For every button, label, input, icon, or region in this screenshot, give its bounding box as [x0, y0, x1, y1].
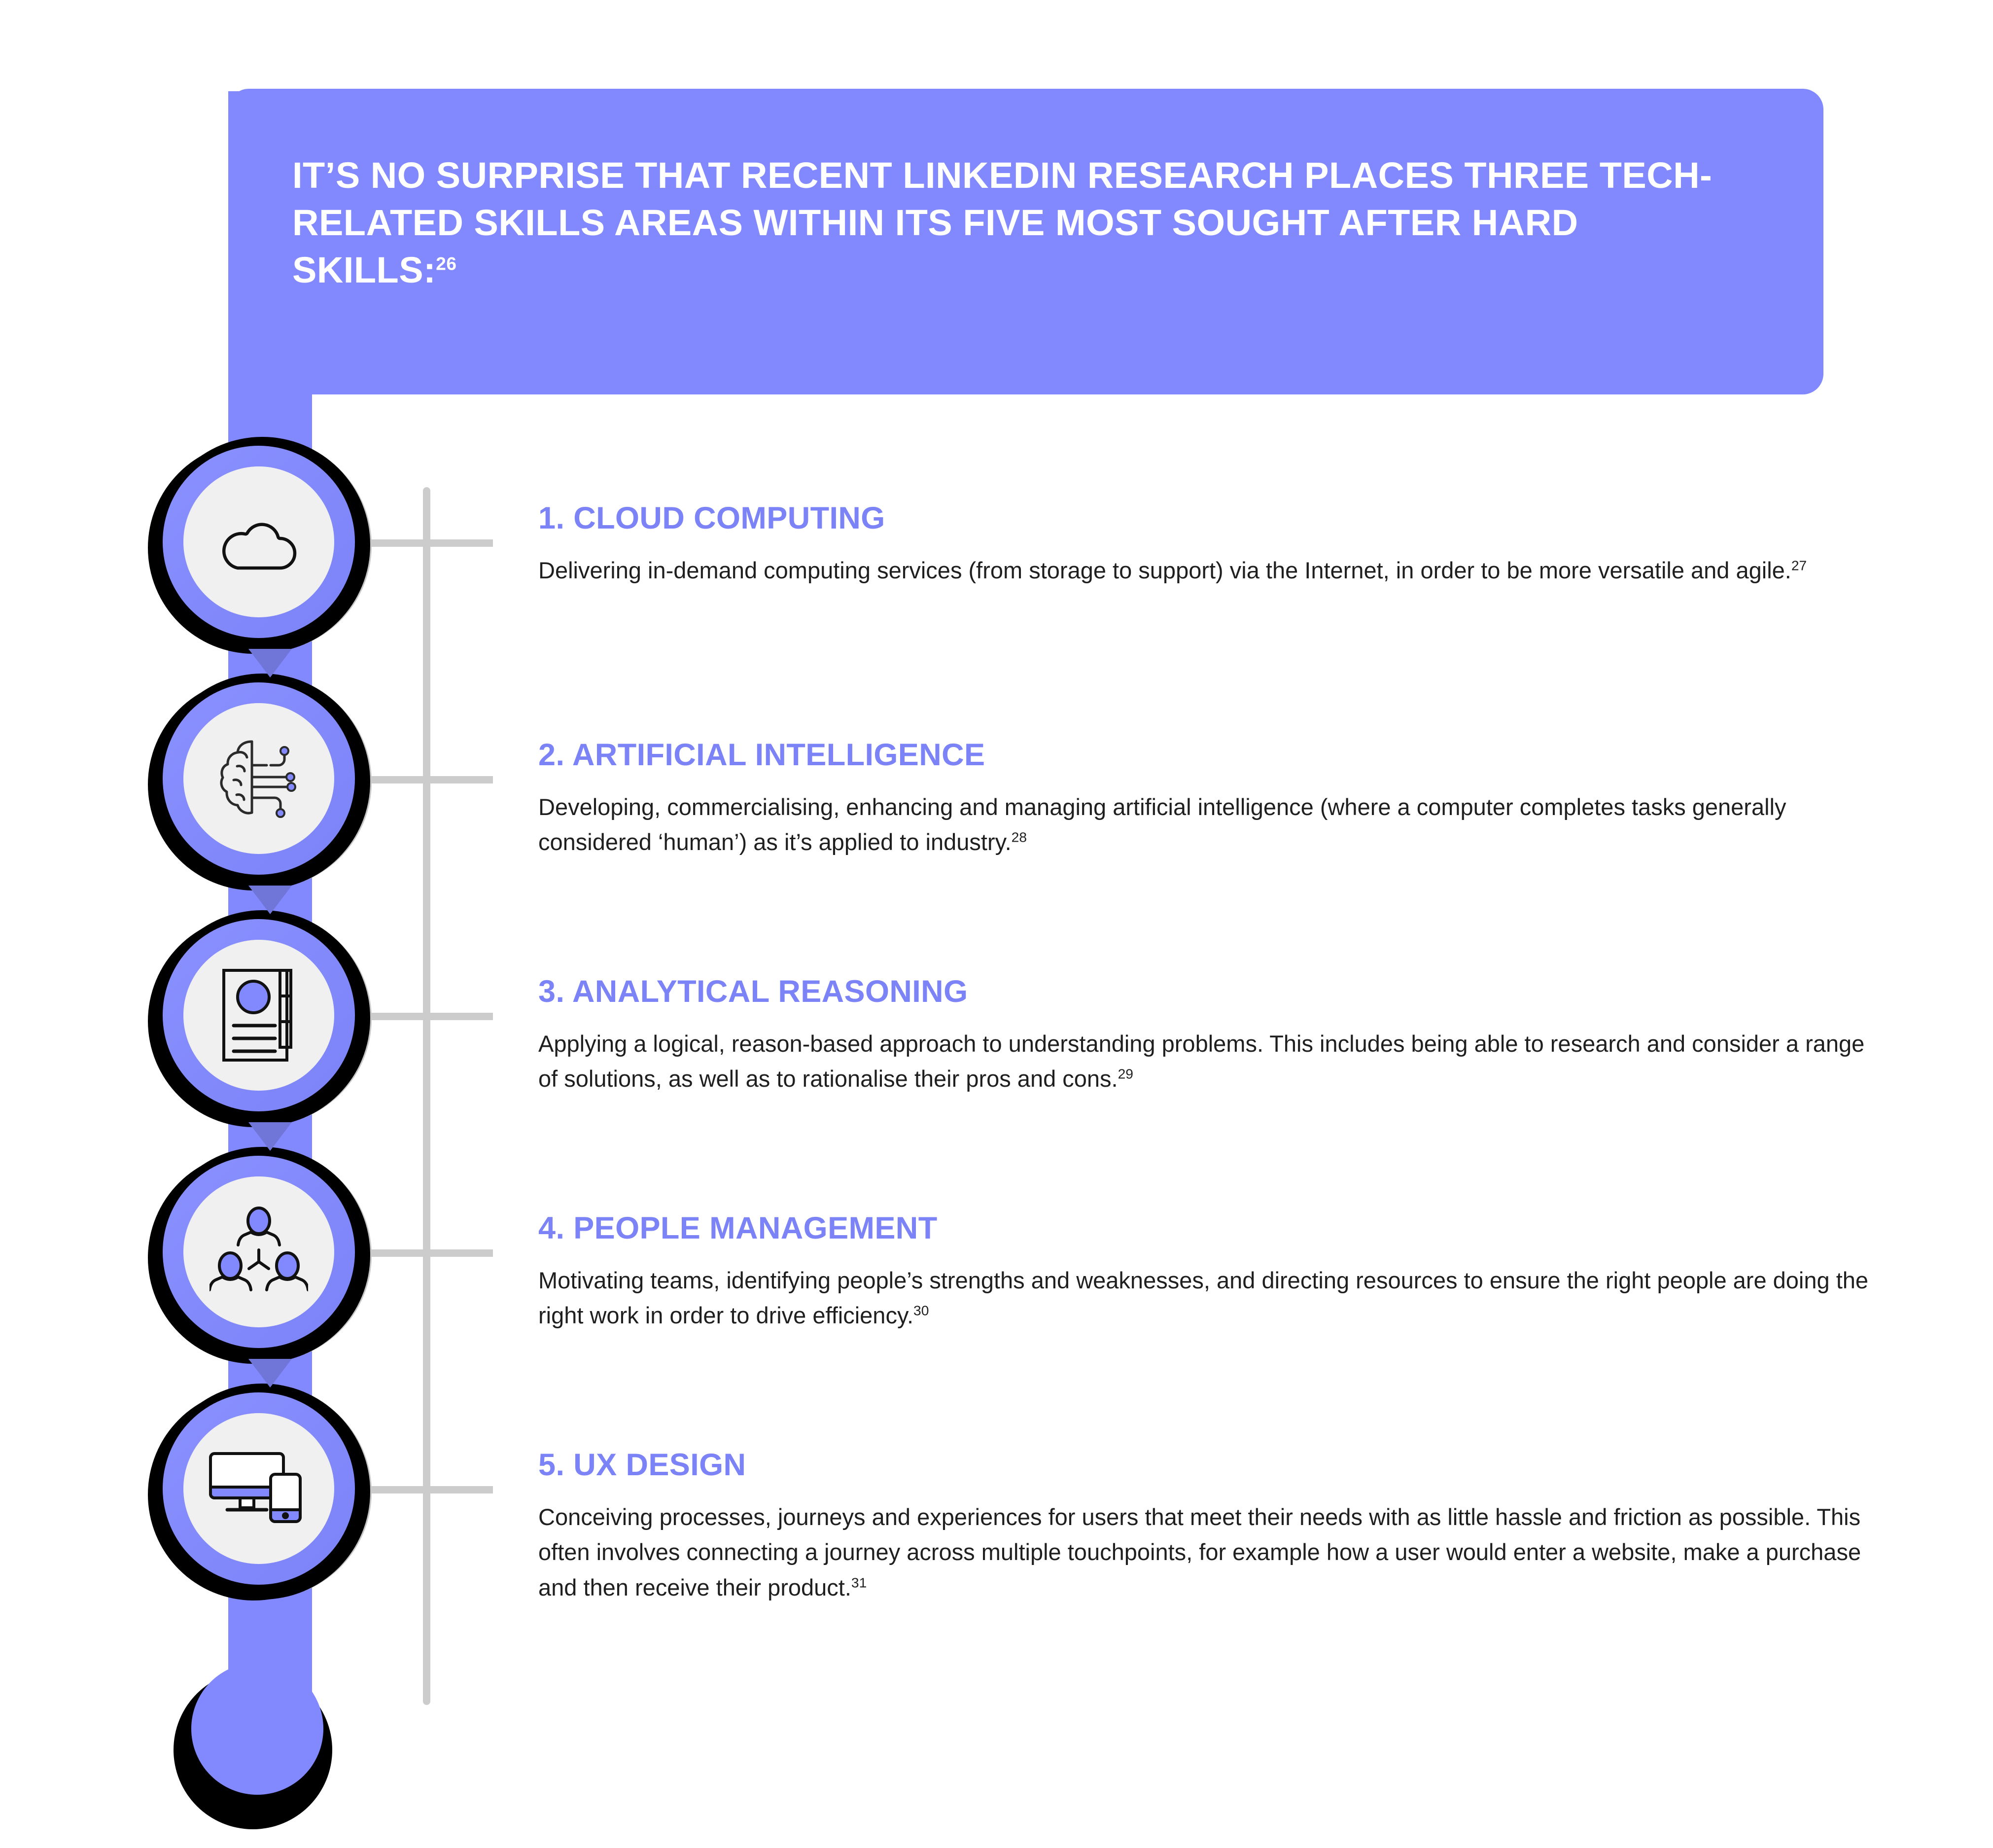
node-disc	[183, 466, 334, 617]
chevron-down-icon-4	[248, 1359, 292, 1387]
connector-rail	[423, 487, 430, 1705]
item-description-text: Motivating teams, identifying people’s s…	[538, 1267, 1869, 1329]
item-description-text: Delivering in-demand computing services …	[538, 557, 1791, 583]
timeline-node-3[interactable]	[148, 908, 375, 1135]
people-network-icon	[210, 1206, 308, 1298]
timeline-node-5[interactable]	[148, 1382, 375, 1608]
item-description: Delivering in-demand computing services …	[538, 553, 1879, 588]
devices-responsive-icon	[209, 1452, 310, 1526]
item-title: 3. ANALYTICAL REASONING	[538, 974, 968, 1009]
item-title: 5. UX DESIGN	[538, 1448, 746, 1482]
item-footnote: 29	[1118, 1066, 1133, 1082]
item-footnote: 27	[1791, 557, 1807, 573]
item-title: 4. PEOPLE MANAGEMENT	[538, 1211, 938, 1245]
timeline-node-2[interactable]	[148, 672, 375, 898]
node-disc	[183, 703, 334, 854]
timeline-node-4[interactable]	[148, 1145, 375, 1372]
item-description-text: Developing, commercialising, enhancing a…	[538, 794, 1786, 855]
list-item: 3. ANALYTICAL REASONING Applying a logic…	[538, 974, 1879, 1097]
item-title: 2. ARTIFICIAL INTELLIGENCE	[538, 738, 985, 772]
item-footnote: 28	[1011, 829, 1027, 845]
item-description-text: Applying a logical, reason-based approac…	[538, 1031, 1865, 1092]
node-disc	[183, 940, 334, 1091]
chevron-down-icon-1	[248, 649, 292, 677]
list-item: 5. UX DESIGN Conceiving processes, journ…	[538, 1447, 1879, 1605]
document-report-icon	[222, 968, 296, 1062]
item-footnote: 30	[913, 1302, 929, 1318]
item-description-text: Conceiving processes, journeys and exper…	[538, 1504, 1861, 1600]
page-title: IT’S NO SURPRISE THAT RECENT LINKEDIN RE…	[292, 152, 1722, 294]
item-description: Motivating teams, identifying people’s s…	[538, 1263, 1879, 1333]
page-title-text: IT’S NO SURPRISE THAT RECENT LINKEDIN RE…	[292, 155, 1713, 291]
chevron-down-icon-2	[248, 886, 292, 914]
header-callout: IT’S NO SURPRISE THAT RECENT LINKEDIN RE…	[228, 89, 1823, 394]
list-item: 4. PEOPLE MANAGEMENT Motivating teams, i…	[538, 1210, 1879, 1333]
item-description: Conceiving processes, journeys and exper…	[538, 1499, 1879, 1605]
chevron-down-icon-3	[248, 1122, 292, 1151]
list-item: 1. CLOUD COMPUTING Delivering in-demand …	[538, 500, 1879, 588]
node-disc	[183, 1176, 334, 1327]
header-footnote: 26	[436, 253, 457, 274]
item-description: Developing, commercialising, enhancing a…	[538, 789, 1879, 860]
brain-circuit-icon	[213, 736, 305, 822]
node-disc	[183, 1413, 334, 1564]
terminal-dot	[191, 1663, 323, 1795]
timeline-node-1[interactable]	[148, 435, 375, 662]
item-description: Applying a logical, reason-based approac…	[538, 1026, 1879, 1097]
item-footnote: 31	[851, 1574, 867, 1591]
cloud-icon	[217, 510, 301, 574]
list-item: 2. ARTIFICIAL INTELLIGENCE Developing, c…	[538, 737, 1879, 860]
item-title: 1. CLOUD COMPUTING	[538, 501, 885, 535]
timeline-terminal	[174, 1663, 341, 1830]
